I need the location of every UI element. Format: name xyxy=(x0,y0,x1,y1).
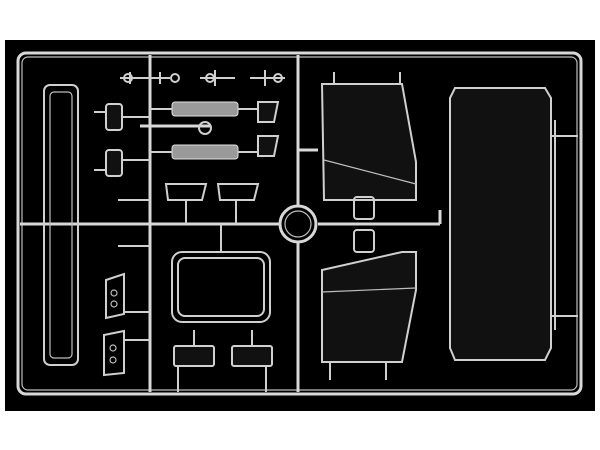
door-windows xyxy=(320,72,417,380)
light-bars xyxy=(150,101,280,160)
mirror-heads xyxy=(164,183,260,224)
sprue-outer-frame xyxy=(16,51,583,396)
runner-hub-ring xyxy=(278,204,318,244)
top-small-parts xyxy=(120,70,285,86)
bracket-parts xyxy=(103,199,150,377)
windshield-panel xyxy=(449,87,552,361)
long-window-strip xyxy=(43,84,79,366)
bottom-plates xyxy=(173,330,273,392)
mirror-parts-left xyxy=(94,103,150,177)
